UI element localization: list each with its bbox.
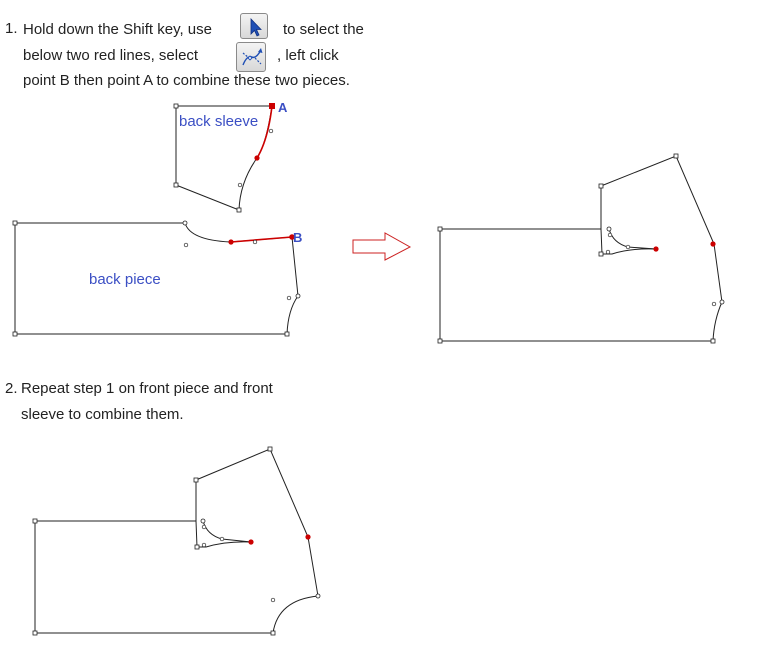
back-piece-label: back piece: [89, 271, 161, 288]
combine-tool-button[interactable]: [236, 42, 266, 72]
step1-line2-start: below two red lines, select: [23, 47, 199, 64]
point-a-marker: [269, 103, 275, 109]
arrow-cursor-icon: [250, 18, 262, 37]
step1-line2-end: , left click: [277, 47, 339, 64]
point-b-marker: [289, 234, 295, 240]
back-sleeve-label: back sleeve: [179, 113, 258, 130]
step1-line3: point B then point A to combine these tw…: [23, 72, 350, 89]
step2-number: 2.: [5, 380, 18, 397]
combine-pieces-icon: [242, 48, 263, 66]
sleeve-red-line: [256, 105, 273, 159]
step1-number: 1.: [5, 20, 18, 37]
back-piece-red-line: [230, 236, 293, 243]
combined-back-piece: [437, 153, 725, 344]
back-piece: [12, 220, 301, 337]
transition-arrow: [352, 232, 412, 261]
point-b-label: B: [293, 230, 302, 245]
back-sleeve-piece: [173, 103, 275, 213]
combined-front-piece: [32, 446, 321, 636]
step1-line1-end: to select the: [283, 21, 364, 38]
step2-line1: Repeat step 1 on front piece and front: [21, 380, 273, 397]
select-tool-button[interactable]: [240, 13, 268, 39]
step2-line2: sleeve to combine them.: [21, 406, 184, 423]
point-a-label: A: [278, 100, 288, 115]
step1-line1-start: Hold down the Shift key, use: [23, 21, 212, 38]
